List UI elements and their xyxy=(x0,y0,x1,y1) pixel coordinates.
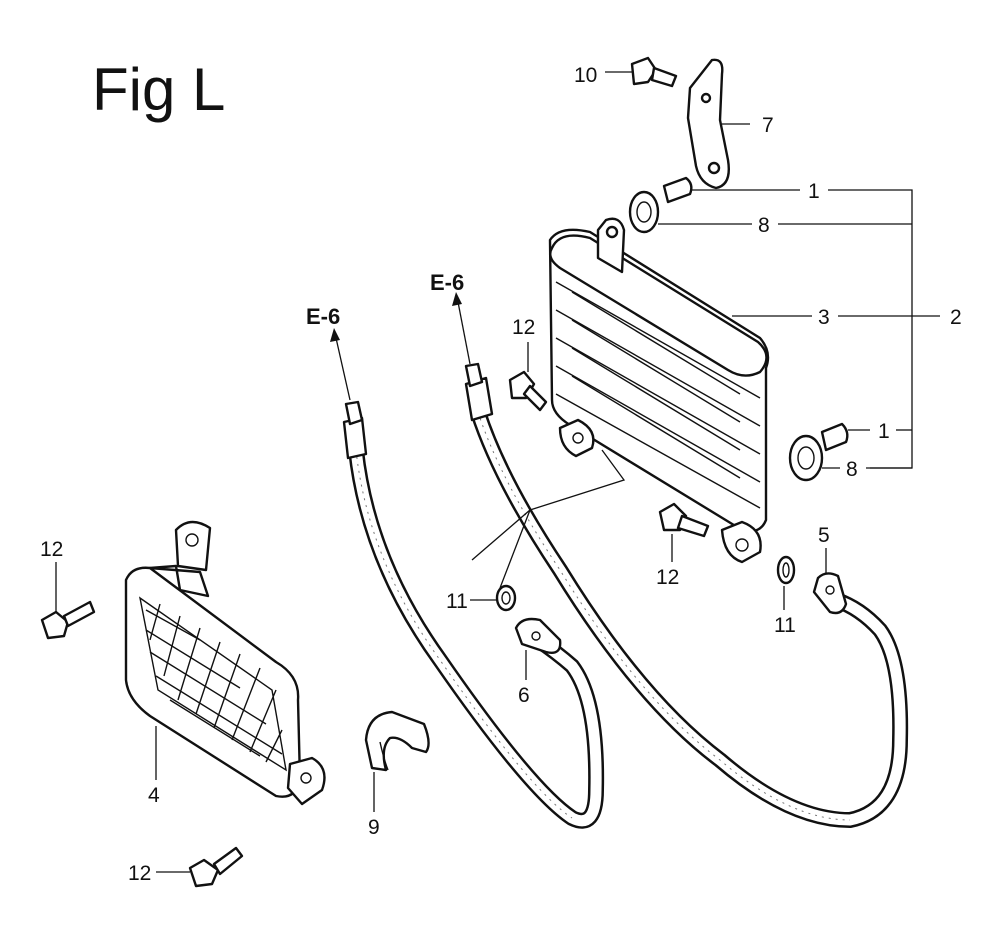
collar-1-lower xyxy=(820,422,849,452)
reference-label-left: E-6 xyxy=(306,304,340,329)
oil-hose-right xyxy=(464,362,909,829)
oil-cooler-guard xyxy=(124,520,326,806)
nut-8-upper xyxy=(628,190,660,234)
callout-8-lower: 8 xyxy=(846,458,858,481)
callout-2: 2 xyxy=(950,306,962,329)
nut-8-lower xyxy=(788,434,824,482)
callout-9: 9 xyxy=(368,816,380,839)
reference-arrow-left: E-6 xyxy=(306,304,351,401)
callout-12-bottom: 12 xyxy=(128,862,151,885)
hose-flange-5 xyxy=(812,572,848,615)
guard-mesh xyxy=(145,603,283,763)
oil-cooler xyxy=(548,217,770,564)
callout-5: 5 xyxy=(818,524,830,547)
o-ring-11-right xyxy=(776,555,796,585)
callout-3: 3 xyxy=(818,306,830,329)
flange-bolt-12-left xyxy=(40,600,96,640)
oil-hose-left xyxy=(342,400,605,829)
callout-12-mid: 12 xyxy=(656,566,679,589)
flange-bolt-12-upper xyxy=(508,370,548,412)
callout-4: 4 xyxy=(148,784,160,807)
callout-6: 6 xyxy=(518,684,530,707)
figure-title: Fig L xyxy=(92,56,225,123)
o-ring-11-left xyxy=(495,584,517,612)
callout-12-upper: 12 xyxy=(512,316,535,339)
callout-8-upper: 8 xyxy=(758,214,770,237)
callout-11-right: 11 xyxy=(774,614,796,637)
callout-11-left: 11 xyxy=(446,590,468,613)
callout-10: 10 xyxy=(574,64,597,87)
leader-lines xyxy=(55,71,940,873)
hose-clamp xyxy=(364,710,430,772)
callout-1-upper: 1 xyxy=(808,180,820,203)
oil-cooler-bracket xyxy=(686,58,730,190)
reference-label-right: E-6 xyxy=(430,270,464,295)
flange-bolt-12-bottom xyxy=(188,846,244,888)
flange-bolt-12-mid xyxy=(658,502,710,538)
callout-12-left: 12 xyxy=(40,538,63,561)
callout-1-lower: 1 xyxy=(878,420,890,443)
hose-flange-6 xyxy=(514,617,562,654)
flange-bolt-10 xyxy=(630,56,678,88)
reference-arrow-right: E-6 xyxy=(430,270,471,365)
collar-1-upper xyxy=(662,176,693,204)
callout-7: 7 xyxy=(762,114,774,137)
